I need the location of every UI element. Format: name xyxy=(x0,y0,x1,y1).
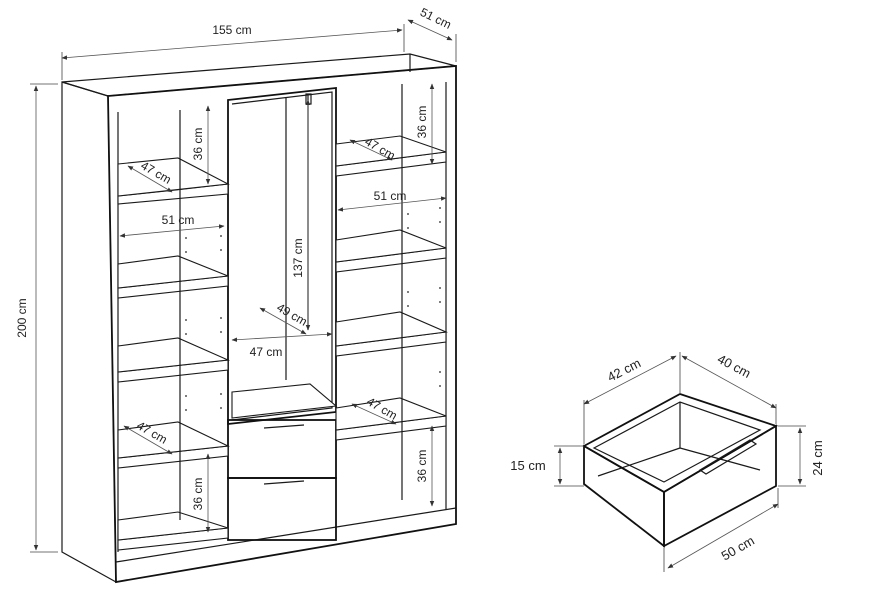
drawer-inner-rim xyxy=(592,401,762,483)
left-bottom-shelf-height-label: 36 cm xyxy=(191,478,205,511)
wardrobe-front-frame xyxy=(107,65,457,584)
drawer-depth-label: 40 cm xyxy=(715,351,753,381)
drawer-handle-2 xyxy=(263,480,305,485)
hanging-width-label: 47 cm xyxy=(250,345,283,359)
wardrobe xyxy=(61,53,457,584)
drawer-handle-1 xyxy=(263,424,305,429)
wardrobe-left-side xyxy=(61,81,117,584)
wardrobe-top xyxy=(61,53,457,97)
drawer-front-face xyxy=(663,424,777,548)
drawer-front-width-label: 50 cm xyxy=(719,533,757,564)
drawer-handle-groove xyxy=(698,439,758,475)
wardrobe-dimensions: 155 cm 51 cm 200 cm 36 cm 47 cm 51 cm 13… xyxy=(15,5,457,553)
drawer-left-face xyxy=(583,444,665,548)
right-shelves xyxy=(335,135,449,441)
drawer-inner-height-label: 15 cm xyxy=(510,458,545,473)
plinth-line xyxy=(115,507,457,563)
middle-floor xyxy=(231,383,338,419)
left-top-shelf-height-label: 36 cm xyxy=(191,128,205,161)
left-inner-width-label: 51 cm xyxy=(162,213,195,227)
drawer-front-2 xyxy=(227,477,337,541)
drawer-front-1 xyxy=(227,419,337,479)
drawer-inner-width-label: 42 cm xyxy=(605,355,643,384)
right-bottom-shelf-height-label: 36 cm xyxy=(415,450,429,483)
depth-label: 51 cm xyxy=(418,5,454,32)
drawer-box xyxy=(582,393,779,548)
right-inner-width-label: 51 cm xyxy=(374,189,407,203)
right-top-shelf-height-label: 36 cm xyxy=(415,106,429,139)
hanging-height-label: 137 cm xyxy=(291,238,305,277)
drawer-dimensions: 42 cm 40 cm 15 cm 24 cm 50 cm xyxy=(510,351,825,572)
hanging-compartment xyxy=(227,86,337,426)
height-label: 200 cm xyxy=(15,298,29,337)
width-label: 155 cm xyxy=(212,23,251,37)
drawer-outer-height-label: 24 cm xyxy=(810,440,825,475)
hanging-depth-label: 49 cm xyxy=(274,300,309,328)
